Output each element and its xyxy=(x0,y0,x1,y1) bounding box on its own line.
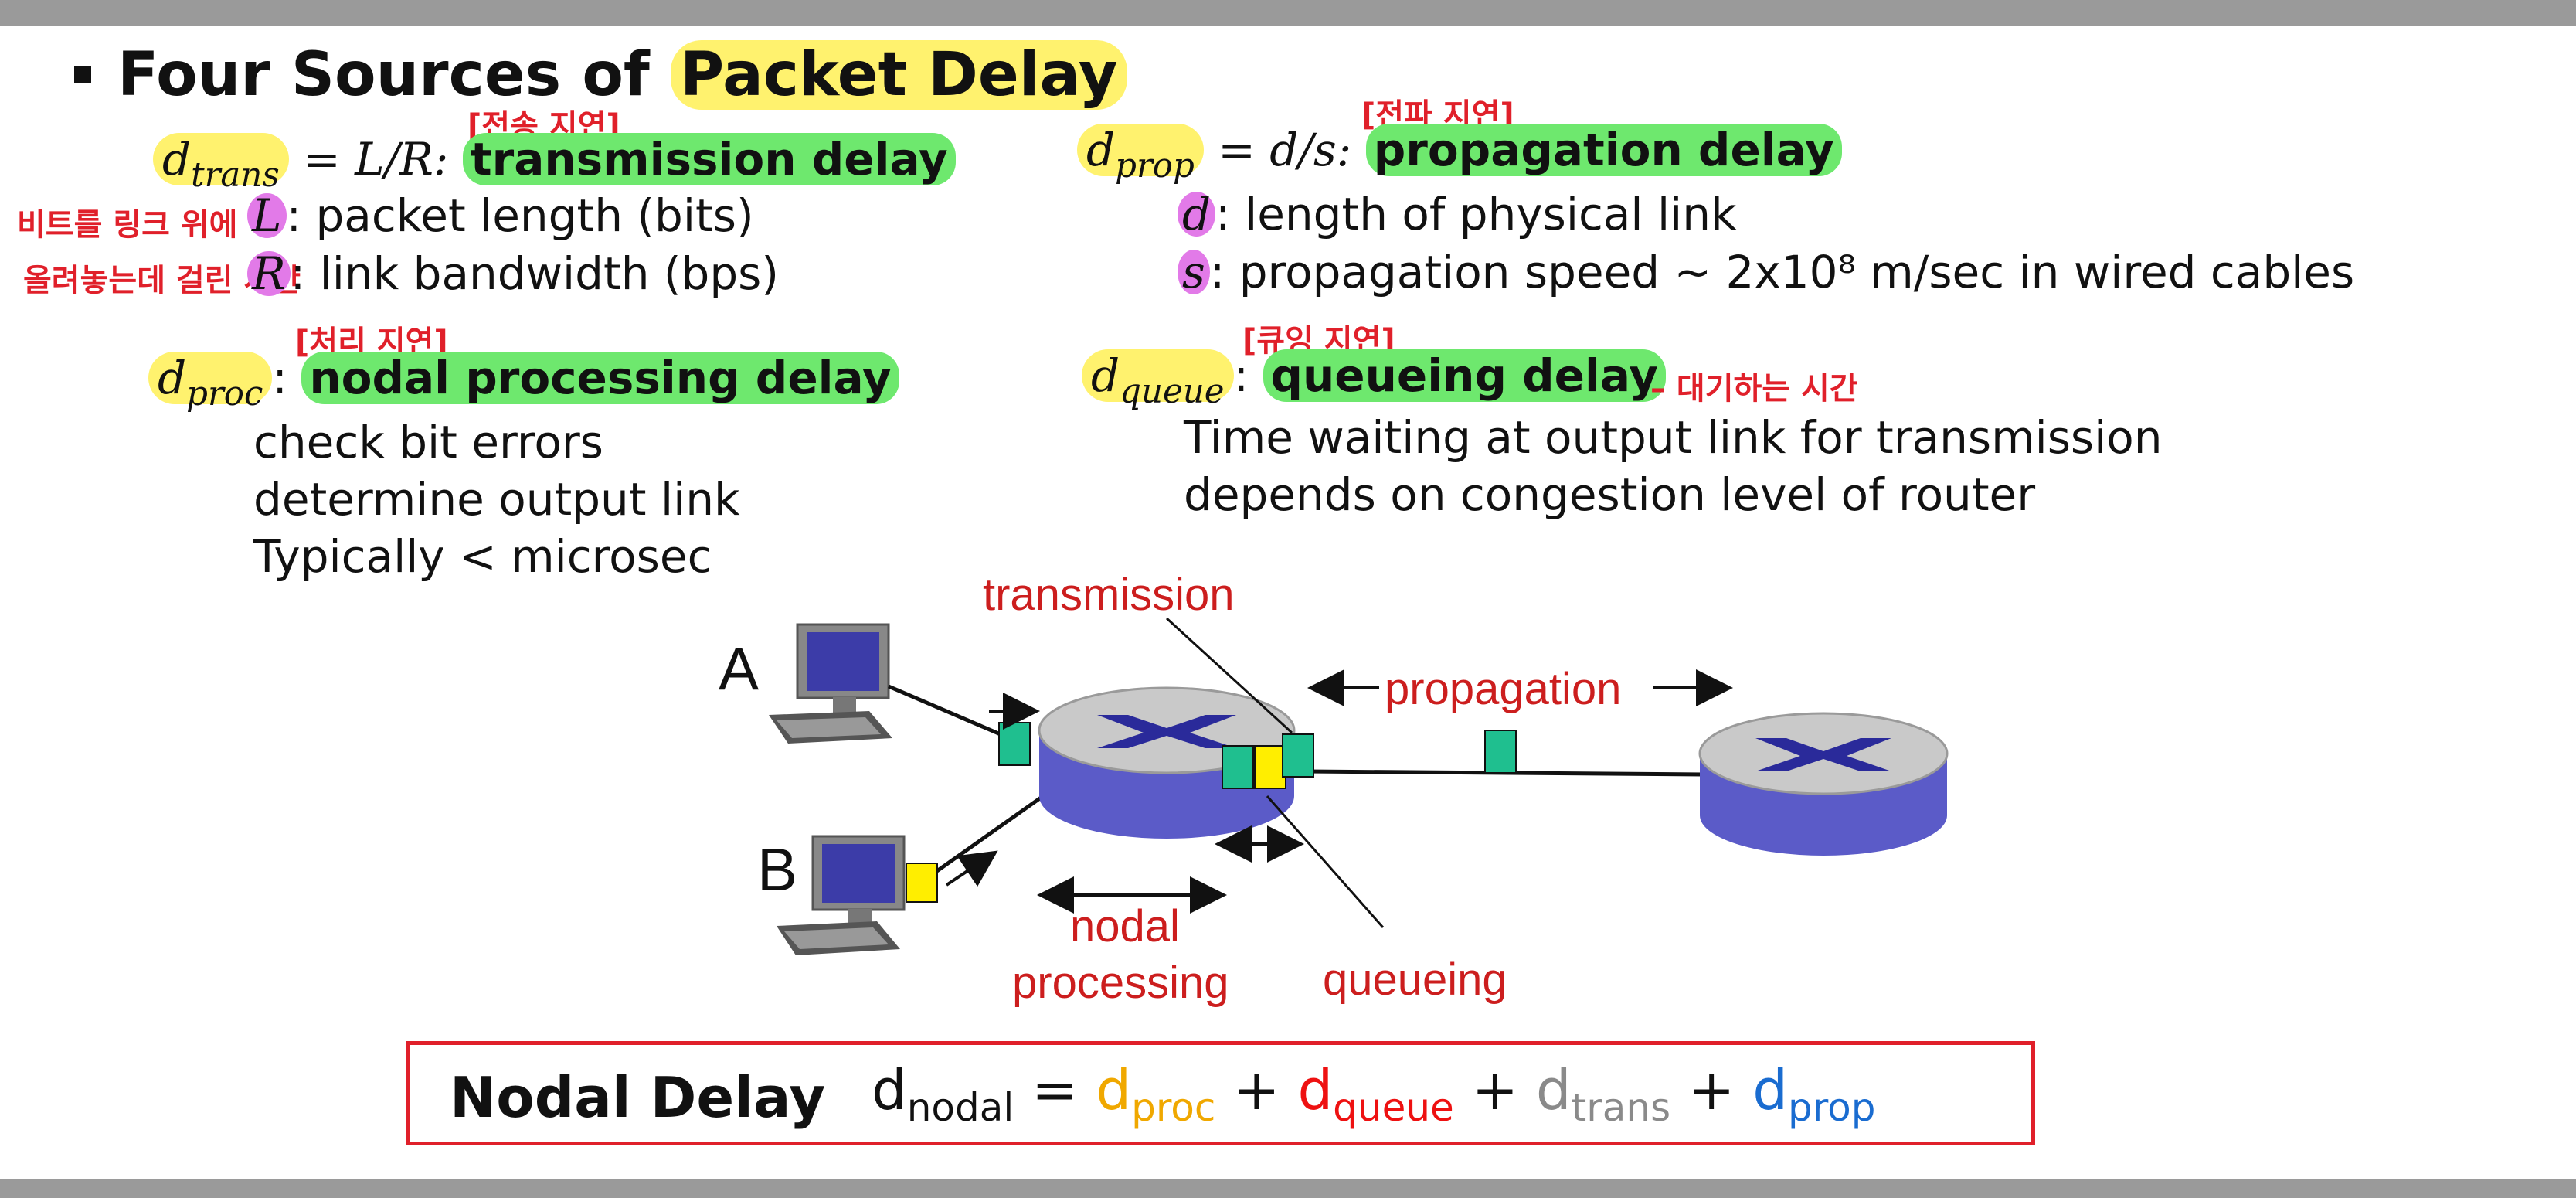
packet-input-a xyxy=(998,722,1031,766)
trans-eq: = L/R: xyxy=(288,133,463,185)
R-symbol: R xyxy=(247,251,291,296)
prop-term: propagation delay xyxy=(1365,124,1842,176)
formula-queue: dqueue xyxy=(1297,1057,1454,1130)
packet-transmitting xyxy=(1282,733,1314,778)
queue-line-2: depends on congestion level of router xyxy=(1184,468,2036,521)
queue-term: queueing delay xyxy=(1263,349,1667,402)
L-symbol: L xyxy=(247,193,287,238)
trans-term: transmission delay xyxy=(462,133,956,185)
formula-proc: dproc xyxy=(1096,1057,1216,1130)
pointer-transmission xyxy=(1165,617,1293,734)
computer-b-icon xyxy=(777,835,906,955)
host-b-label: B xyxy=(757,836,798,904)
computer-a-icon xyxy=(769,623,892,744)
formula-prop: dprop xyxy=(1752,1057,1876,1130)
prop-item-d: d: length of physical link xyxy=(1178,188,1737,240)
nodal-delay-box xyxy=(406,1041,2035,1145)
packet-propagating xyxy=(1484,730,1517,774)
arrow-input-b xyxy=(945,850,998,887)
prop-heading: dprop = d/s: propagation delay xyxy=(1077,124,1842,185)
trans-item-L: L: packet length (bits) xyxy=(247,189,754,242)
s-symbol: s xyxy=(1178,250,1210,294)
proc-line-1: check bit errors xyxy=(253,416,603,468)
nodal-delay-label: Nodal Delay xyxy=(450,1065,826,1130)
title-bullet xyxy=(74,66,91,83)
router-2-icon xyxy=(1698,712,1949,856)
trans-heading: dtrans = L/R: transmission delay xyxy=(153,133,956,195)
proc-line-3: Typically < microsec xyxy=(253,530,712,583)
top-bar xyxy=(0,0,2576,26)
label-processing: processing xyxy=(1012,958,1229,1008)
label-transmission: transmission xyxy=(983,570,1235,620)
prop-item-s: s: propagation speed ~ 2x10⁸ m/sec in wi… xyxy=(1178,246,2354,298)
packet-queue-2 xyxy=(1254,745,1286,789)
prop-d-symbol: dprop xyxy=(1077,124,1204,185)
d-symbol: d xyxy=(1178,192,1216,237)
packet-input-b xyxy=(906,863,938,903)
label-propagation: propagation xyxy=(1385,664,1622,714)
prop-eq: = d/s: xyxy=(1203,124,1366,176)
proc-heading: dproc: nodal processing delay xyxy=(148,352,899,414)
proc-line-2: determine output link xyxy=(253,473,740,526)
trans-side-note-1: 비트를 링크 위에 xyxy=(17,207,238,243)
bottom-bar xyxy=(0,1179,2576,1198)
queue-side-note: – 대기하는 시간 xyxy=(1650,371,1858,407)
queue-line-1: Time waiting at output link for transmis… xyxy=(1184,411,2163,464)
link-a xyxy=(888,684,1019,744)
label-nodal: nodal xyxy=(1070,901,1180,951)
pointer-queueing xyxy=(1266,795,1385,928)
queue-d-symbol: dqueue xyxy=(1082,349,1234,411)
proc-term: nodal processing delay xyxy=(301,352,899,404)
proc-d-symbol: dproc xyxy=(148,352,273,414)
label-queueing: queueing xyxy=(1323,955,1507,1005)
formula-trans: dtrans xyxy=(1535,1057,1671,1130)
slide-title: Four Sources of Packet Delay xyxy=(117,40,1127,110)
packet-queue-1 xyxy=(1222,745,1254,789)
title-prefix: Four Sources of xyxy=(117,40,671,110)
title-highlight: Packet Delay xyxy=(671,40,1127,110)
trans-d-symbol: dtrans xyxy=(153,133,289,195)
trans-item-R: R: link bandwidth (bps) xyxy=(247,247,779,300)
nodal-formula: dnodal = dproc + dqueue + dtrans + dprop xyxy=(872,1057,1876,1130)
host-a-label: A xyxy=(719,635,760,703)
queue-heading: dqueue: queueing delay xyxy=(1082,349,1667,411)
